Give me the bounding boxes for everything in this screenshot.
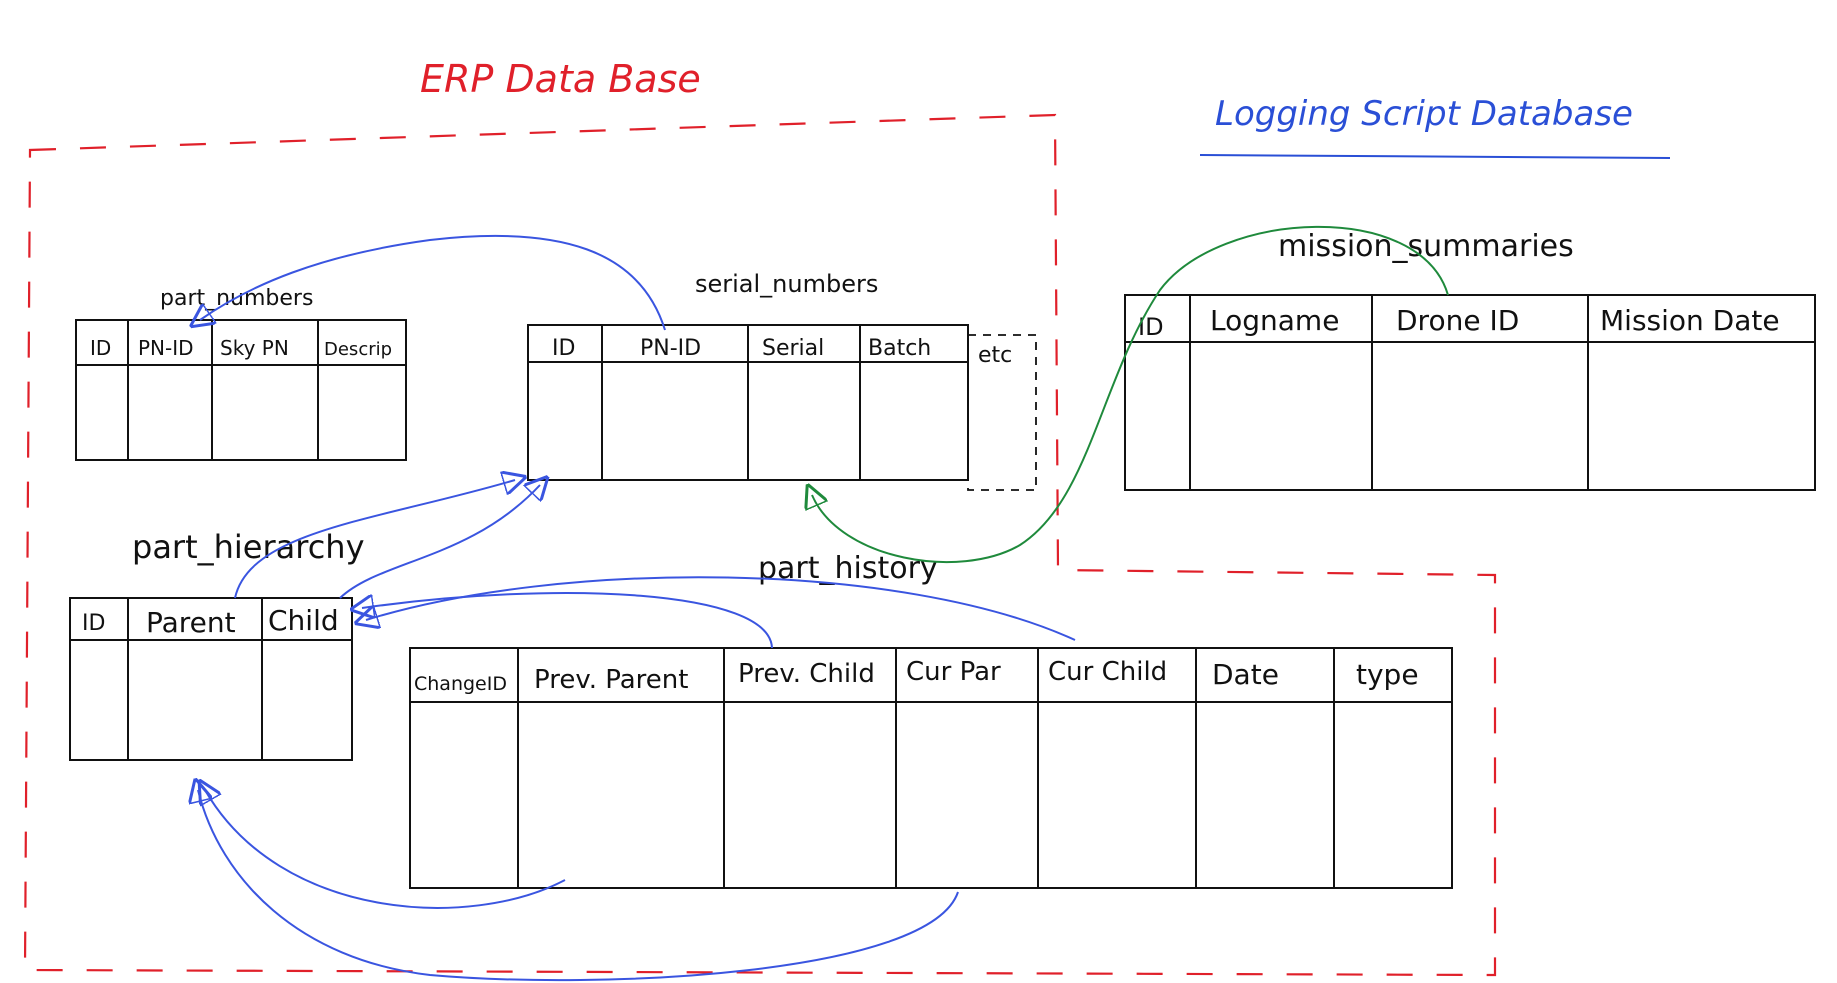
arrow-serial-pnid-to-part-numbers	[200, 234, 666, 331]
table-part-history: part_history ChangeID Prev. Parent Prev.…	[409, 551, 1453, 889]
table-part-hierarchy: part_hierarchy ID Parent Child	[69, 528, 365, 761]
arrow-history-prevchild-to-hierarchy	[362, 592, 773, 649]
table-name-part-hierarchy: part_hierarchy	[132, 528, 365, 566]
column-header: Drone ID	[1396, 304, 1519, 337]
logging-title-underline	[1199, 154, 1671, 159]
column-header: Prev. Child	[738, 659, 875, 689]
column-header: Child	[268, 604, 339, 637]
table-name-part-history: part_history	[758, 551, 938, 586]
arrow-history-prevparent-to-hierarchy	[205, 790, 566, 909]
table-frame	[69, 597, 353, 761]
table-extension-dashed	[967, 334, 1037, 491]
column-header-etc: etc	[978, 343, 1012, 368]
column-header: Parent	[146, 606, 236, 639]
table-frame	[1124, 294, 1816, 491]
erp-database-title: ERP Data Base	[420, 57, 701, 101]
column-header: PN-ID	[640, 336, 701, 361]
column-header: PN-ID	[138, 336, 194, 360]
column-header: ID	[90, 336, 111, 360]
column-header: Cur Child	[1048, 657, 1167, 687]
column-header: ChangeID	[414, 673, 507, 695]
arrow-history-curpar-to-hierarchy	[198, 790, 959, 982]
table-serial-numbers: serial_numbers ID PN-ID Serial Batch etc	[527, 270, 1037, 491]
column-header: ID	[552, 336, 575, 361]
column-header: Cur Par	[906, 657, 1001, 687]
table-part-numbers: part_numbers ID PN-ID Sky PN Descrip	[75, 286, 407, 461]
column-header: Prev. Parent	[534, 665, 688, 695]
arrow-history-curchild-to-hierarchy	[366, 576, 1076, 641]
table-name-serial-numbers: serial_numbers	[695, 270, 878, 298]
column-header: Sky PN	[220, 336, 289, 360]
logging-database-title: Logging Script Database	[1215, 94, 1633, 134]
column-header: ID	[1138, 313, 1164, 341]
table-frame	[75, 319, 407, 461]
table-name-mission-summaries: mission_summaries	[1278, 229, 1574, 264]
column-header: Serial	[762, 336, 824, 361]
arrow-mission-droneid-to-serial	[812, 225, 1449, 563]
column-header: ID	[82, 611, 105, 636]
erp-database-boundary	[23, 113, 1497, 977]
arrow-hierarchy-child-to-serial	[339, 485, 540, 599]
column-header: Descrip	[324, 339, 392, 360]
column-header: Logname	[1210, 304, 1339, 337]
column-header: Batch	[868, 336, 931, 361]
column-header: Date	[1212, 658, 1279, 691]
arrow-hierarchy-parent-to-serial	[234, 480, 515, 599]
table-mission-summaries: mission_summaries ID Logname Drone ID Mi…	[1124, 229, 1816, 491]
column-header: type	[1356, 658, 1419, 691]
table-frame	[409, 647, 1453, 889]
column-header: Mission Date	[1600, 304, 1780, 337]
